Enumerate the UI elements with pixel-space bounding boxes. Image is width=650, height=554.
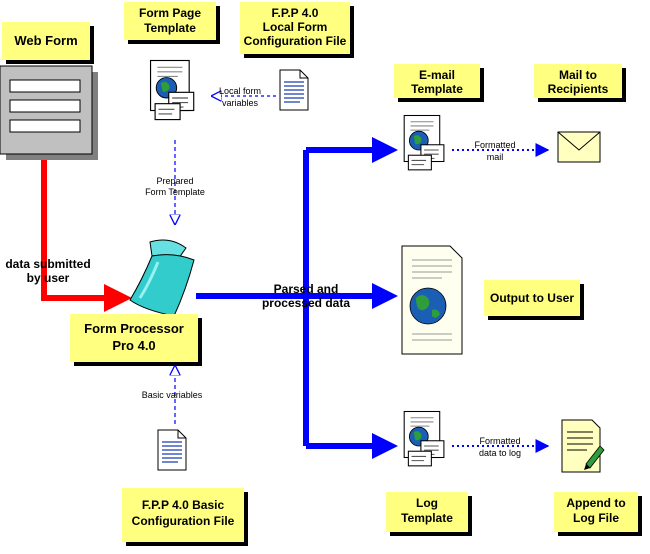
formatted-mail-line1: Formatted bbox=[474, 140, 515, 150]
log-template-line1: Log bbox=[416, 496, 438, 510]
prepared-template-line2: Form Template bbox=[145, 187, 205, 197]
form-processor-node: Form Processor Pro 4.0 bbox=[70, 239, 202, 366]
config-file-icon bbox=[279, 69, 309, 111]
funnel-processor-icon bbox=[129, 239, 195, 317]
mail-recipients-line2: Recipients bbox=[548, 82, 609, 96]
web-form-icon bbox=[0, 65, 98, 160]
log-template-line2: Template bbox=[401, 511, 453, 525]
append-log-line1: Append to bbox=[566, 496, 625, 510]
fpp-basic-config-node: F.P.P 4.0 Basic Configuration File bbox=[122, 429, 248, 546]
form-page-template-line2: Template bbox=[144, 21, 196, 35]
prepared-template-line1: Prepared bbox=[156, 176, 193, 186]
data-submitted-line2: by user bbox=[27, 271, 70, 285]
form-page-template-node: Form Page Template bbox=[124, 2, 220, 121]
connectors bbox=[41, 96, 550, 459]
formatted-log-line2: data to log bbox=[479, 448, 521, 458]
data-submitted-line1: data submitted bbox=[5, 257, 90, 271]
form-page-template-line1: Form Page bbox=[139, 6, 201, 20]
fpp-local-config-line3: Configuration File bbox=[244, 34, 347, 48]
red-input-arrow bbox=[41, 160, 110, 301]
globe-page-icon bbox=[401, 245, 463, 355]
basic-config-file-icon bbox=[157, 429, 187, 471]
web-form-label: Web Form bbox=[14, 33, 77, 48]
local-form-variables-line1: Local form bbox=[219, 86, 261, 96]
parsed-processed-line1: Parsed and bbox=[274, 282, 339, 296]
output-to-user-node: Output to User bbox=[401, 245, 584, 355]
log-template-icon bbox=[403, 410, 445, 467]
log-template-node: Log Template bbox=[386, 410, 472, 536]
mail-recipients-node: Mail to Recipients bbox=[534, 64, 626, 163]
append-log-line2: Log File bbox=[573, 511, 619, 525]
parsed-processed-line2: processed data bbox=[262, 296, 350, 310]
template-document-icon bbox=[149, 59, 195, 121]
fpp-local-config-line2: Local Form bbox=[263, 20, 328, 34]
fpp-basic-config-line1: F.P.P 4.0 Basic bbox=[142, 498, 225, 512]
envelope-icon bbox=[557, 131, 601, 163]
web-form-node: Web Form bbox=[0, 22, 98, 160]
formatted-log-line1: Formatted bbox=[479, 436, 520, 446]
fpp-basic-config-line2: Configuration File bbox=[132, 514, 235, 528]
basic-variables-label: Basic variables bbox=[142, 390, 203, 400]
email-template-node: E-mail Template bbox=[394, 64, 484, 171]
fpp-local-config-node: F.P.P 4.0 Local Form Configuration File bbox=[240, 2, 354, 111]
local-form-variables-line2: variables bbox=[222, 98, 259, 108]
formatted-mail-line2: mail bbox=[487, 152, 504, 162]
email-template-icon bbox=[403, 114, 445, 171]
red-input-arrowhead bbox=[104, 284, 132, 312]
email-template-line1: E-mail bbox=[419, 68, 455, 82]
form-processor-line1: Form Processor bbox=[84, 321, 184, 336]
fpp-local-config-line1: F.P.P 4.0 bbox=[272, 6, 319, 20]
log-file-icon bbox=[561, 419, 605, 473]
append-log-node: Append to Log File bbox=[554, 419, 642, 536]
output-to-user-label: Output to User bbox=[490, 291, 574, 305]
mail-recipients-line1: Mail to bbox=[559, 68, 597, 82]
email-template-line2: Template bbox=[411, 82, 463, 96]
form-processor-line2: Pro 4.0 bbox=[112, 338, 155, 353]
